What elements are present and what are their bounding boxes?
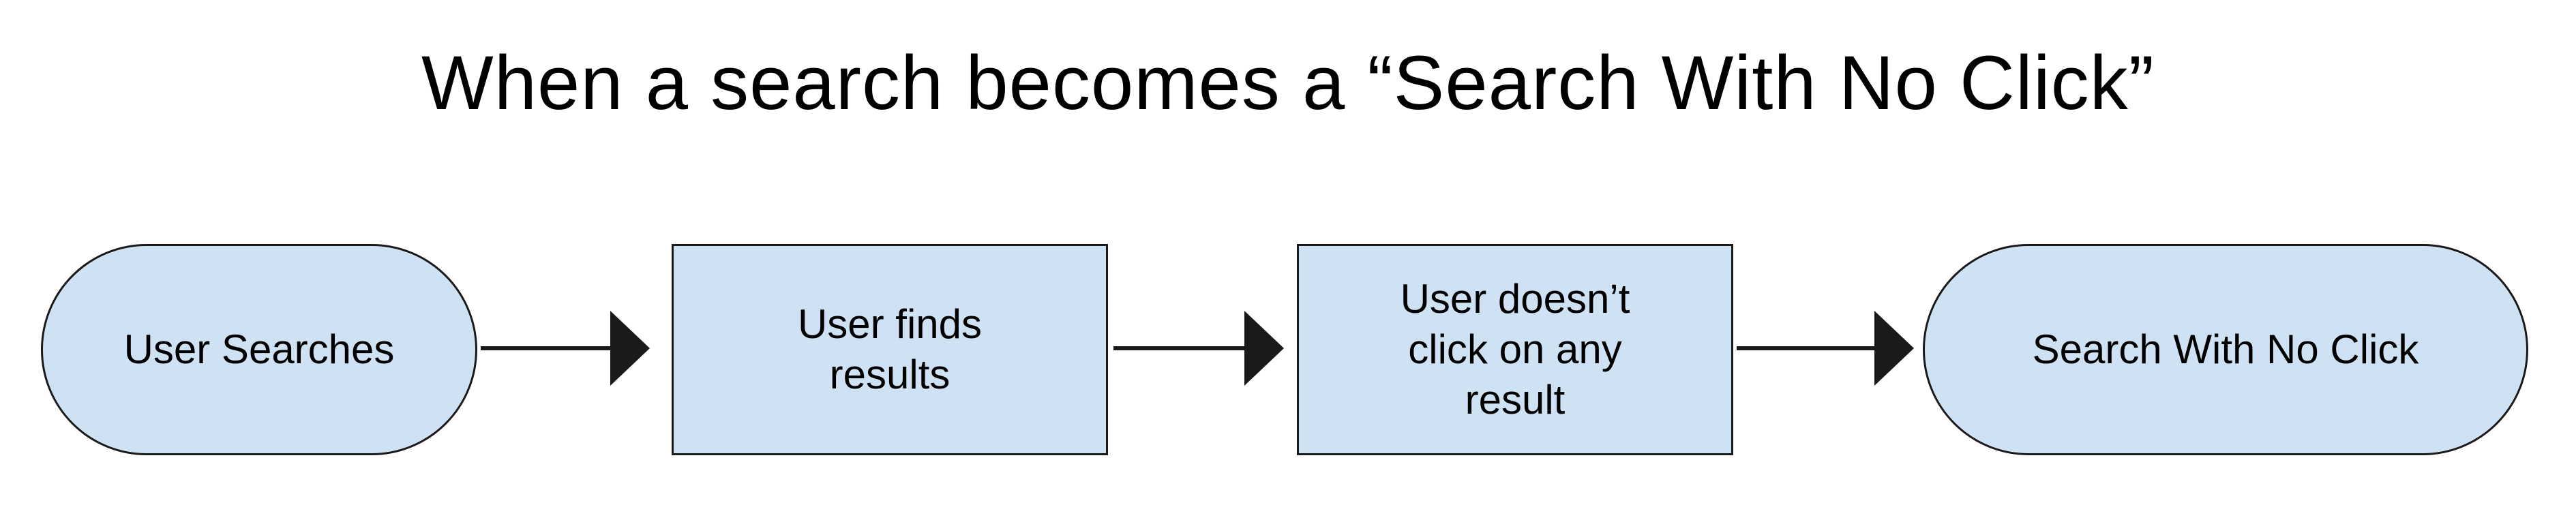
- node-user-doesnt-click: User doesn’t click on any result: [1297, 244, 1733, 455]
- node-search-with-no-click: Search With No Click: [1923, 244, 2528, 455]
- node-label: User Searches: [123, 326, 395, 372]
- arrow-1: [481, 311, 650, 386]
- node-label: Search With No Click: [2032, 326, 2419, 372]
- arrow-2: [1113, 311, 1284, 386]
- diagram-title: When a search becomes a “Search With No …: [421, 40, 2155, 125]
- node-label: User doesn’t click on any result: [1400, 276, 1630, 423]
- node-label: User finds results: [797, 301, 983, 397]
- node-user-finds-results: User finds results: [672, 244, 1108, 455]
- arrow-3: [1737, 311, 1914, 386]
- node-user-searches: User Searches: [41, 244, 477, 455]
